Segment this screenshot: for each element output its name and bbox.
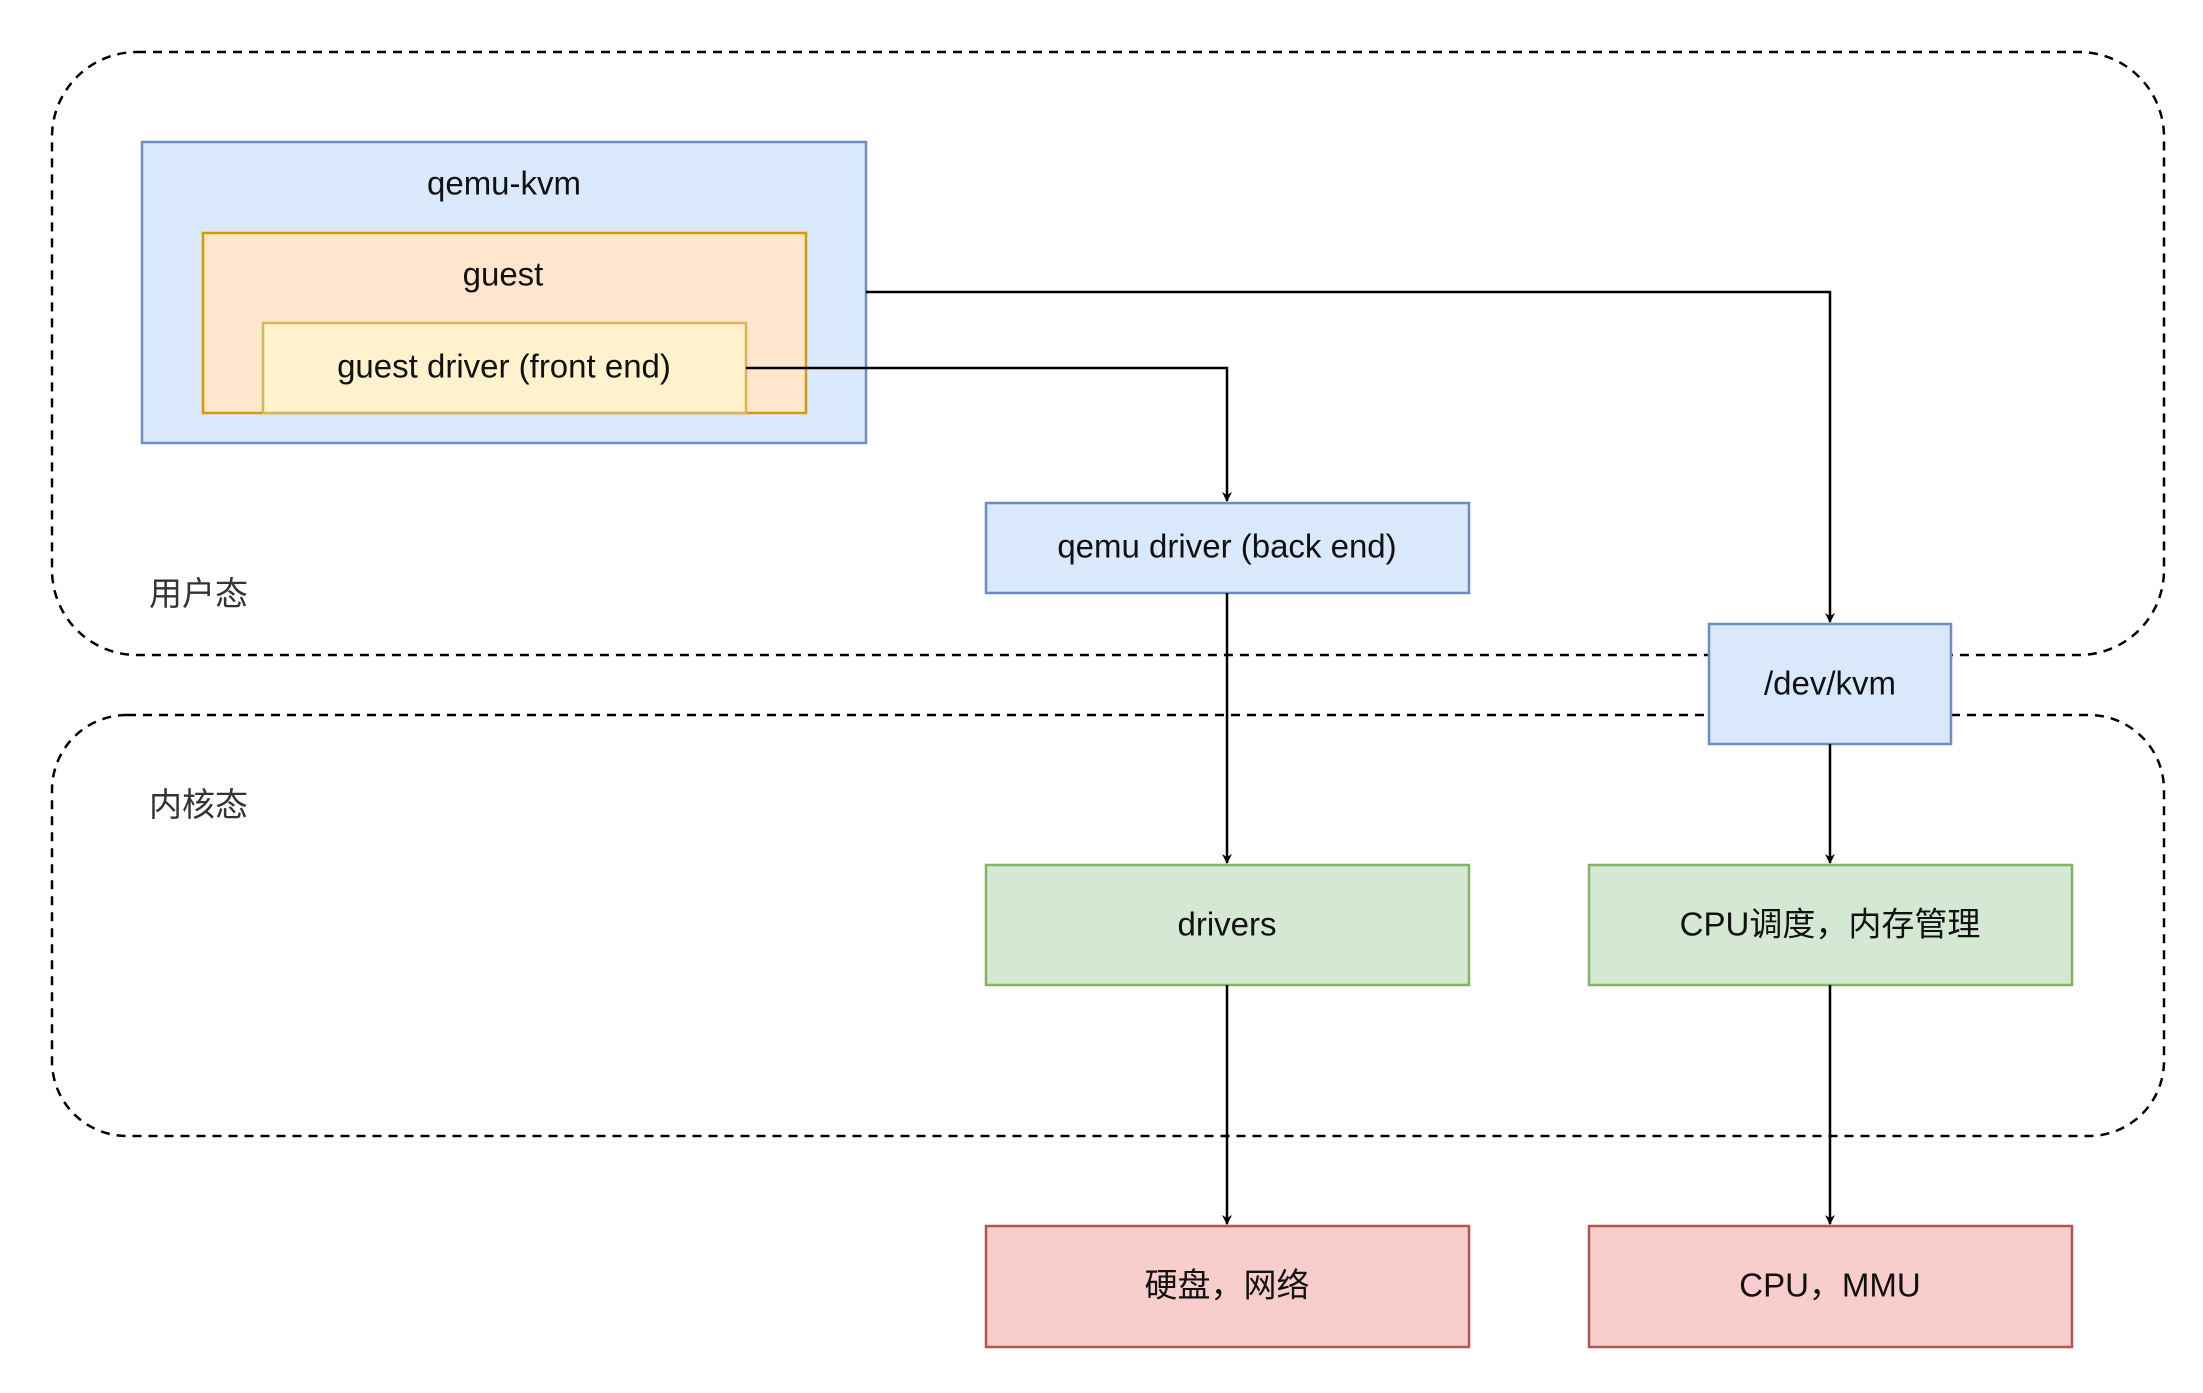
qemu-kvm-label: qemu-kvm bbox=[427, 165, 581, 202]
drivers-box-rect bbox=[984, 863, 1471, 987]
guest-label: guest bbox=[463, 256, 544, 293]
guest-driver-box: guest driver (front end) bbox=[261, 321, 748, 415]
kernel-space-label: 内核态 bbox=[149, 785, 248, 824]
cpu-mmu-box: CPU，MMU bbox=[1587, 1224, 2074, 1349]
connectors bbox=[746, 290, 1835, 1225]
cpu-scheduling-box-rect bbox=[1587, 863, 2074, 987]
cpu-mmu-label: CPU，MMU bbox=[1739, 1267, 1920, 1304]
user-space-zone-border bbox=[50, 50, 2166, 657]
dev-kvm-box: /dev/kvm bbox=[1707, 622, 1953, 746]
drivers-label: drivers bbox=[1177, 906, 1276, 943]
guest-driver-label: guest driver (front end) bbox=[337, 348, 671, 385]
disk-network-box: 硬盘，网络 bbox=[984, 1224, 1471, 1349]
cpu-scheduling-label: CPU调度，内存管理 bbox=[1680, 906, 1981, 943]
cpu-scheduling-box: CPU调度，内存管理 bbox=[1587, 863, 2074, 987]
dev-kvm-box-rect bbox=[1707, 622, 1953, 746]
kernel-space-zone: 内核态 bbox=[50, 713, 2166, 1138]
dev-kvm-label: /dev/kvm bbox=[1764, 665, 1896, 702]
drivers-box: drivers bbox=[984, 863, 1471, 987]
qemu-driver-box: qemu driver (back end) bbox=[984, 501, 1471, 595]
kernel-space-zone-border bbox=[50, 713, 2166, 1138]
user-space-label: 用户态 bbox=[149, 574, 248, 613]
disk-network-label: 硬盘，网络 bbox=[1145, 1267, 1310, 1304]
guest-driver-box-rect bbox=[261, 321, 748, 415]
disk-network-box-rect bbox=[984, 1224, 1471, 1349]
user-space-zone: 用户态 bbox=[50, 50, 2166, 657]
arrow-guest-driver-to-qemu-driver bbox=[746, 366, 1232, 502]
cpu-mmu-box-rect bbox=[1587, 1224, 2074, 1349]
arrow-qemu-kvm-to-dev-kvm bbox=[866, 290, 1835, 623]
qemu-driver-label: qemu driver (back end) bbox=[1057, 528, 1396, 565]
